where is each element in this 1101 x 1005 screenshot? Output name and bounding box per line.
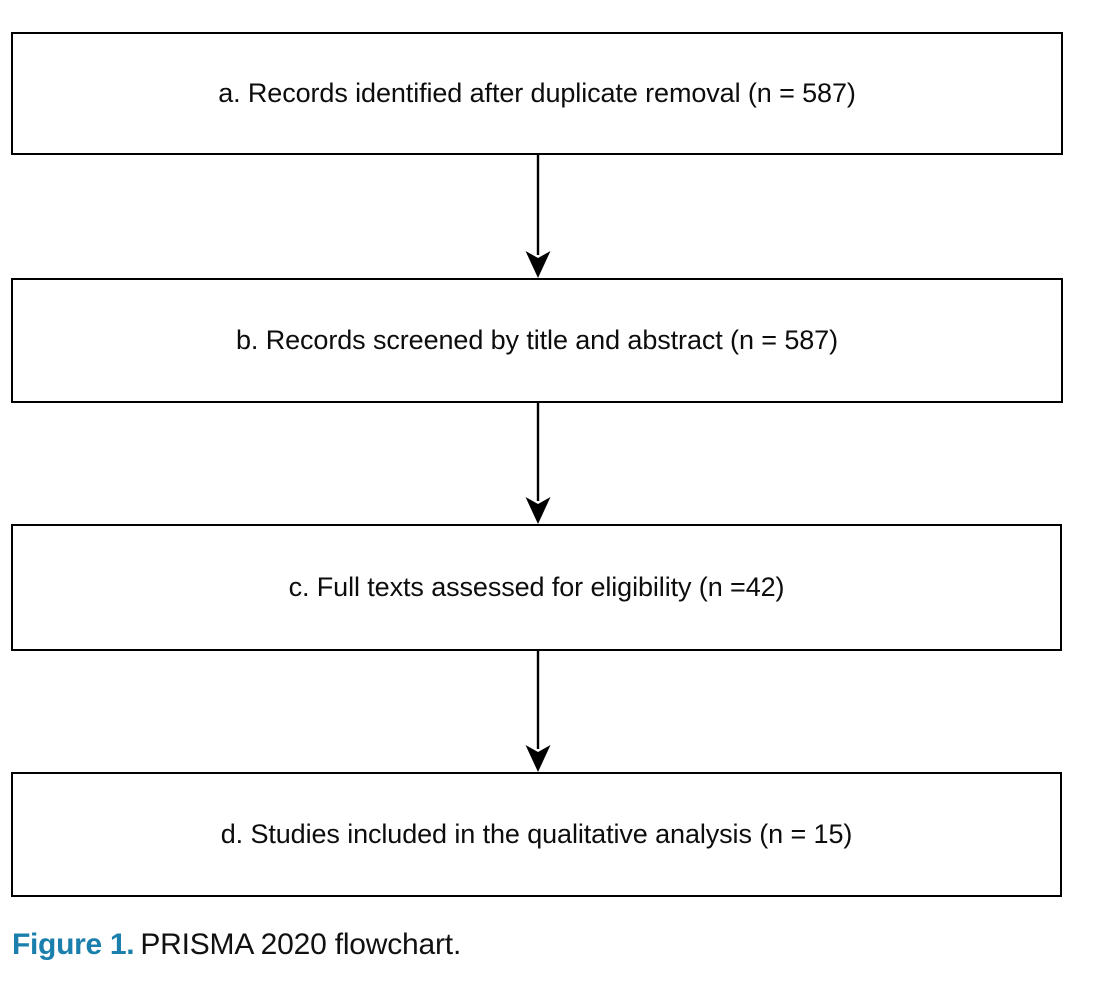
down-arrow-icon	[513, 403, 563, 524]
flow-box-label-d: d. Studies included in the qualitative a…	[220, 819, 853, 850]
figure-caption-text: PRISMA 2020 flowchart.	[140, 928, 462, 961]
figure-caption: Figure 1.PRISMA 2020 flowchart.	[12, 925, 1082, 965]
down-arrow-icon	[513, 155, 563, 278]
flow-box-studies-included: d. Studies included in the qualitative a…	[11, 772, 1062, 897]
flow-box-label-c: c. Full texts assessed for eligibility (…	[288, 572, 785, 603]
flow-box-label-b: b. Records screened by title and abstrac…	[236, 325, 838, 356]
figure-caption-number: Figure 1.	[12, 928, 135, 961]
flow-box-records-identified: a. Records identified after duplicate re…	[11, 32, 1063, 155]
down-arrow-icon	[513, 651, 563, 772]
flow-box-label-a: a. Records identified after duplicate re…	[218, 78, 856, 109]
flow-box-full-texts-assessed: c. Full texts assessed for eligibility (…	[11, 524, 1062, 651]
flow-box-records-screened: b. Records screened by title and abstrac…	[11, 278, 1063, 403]
